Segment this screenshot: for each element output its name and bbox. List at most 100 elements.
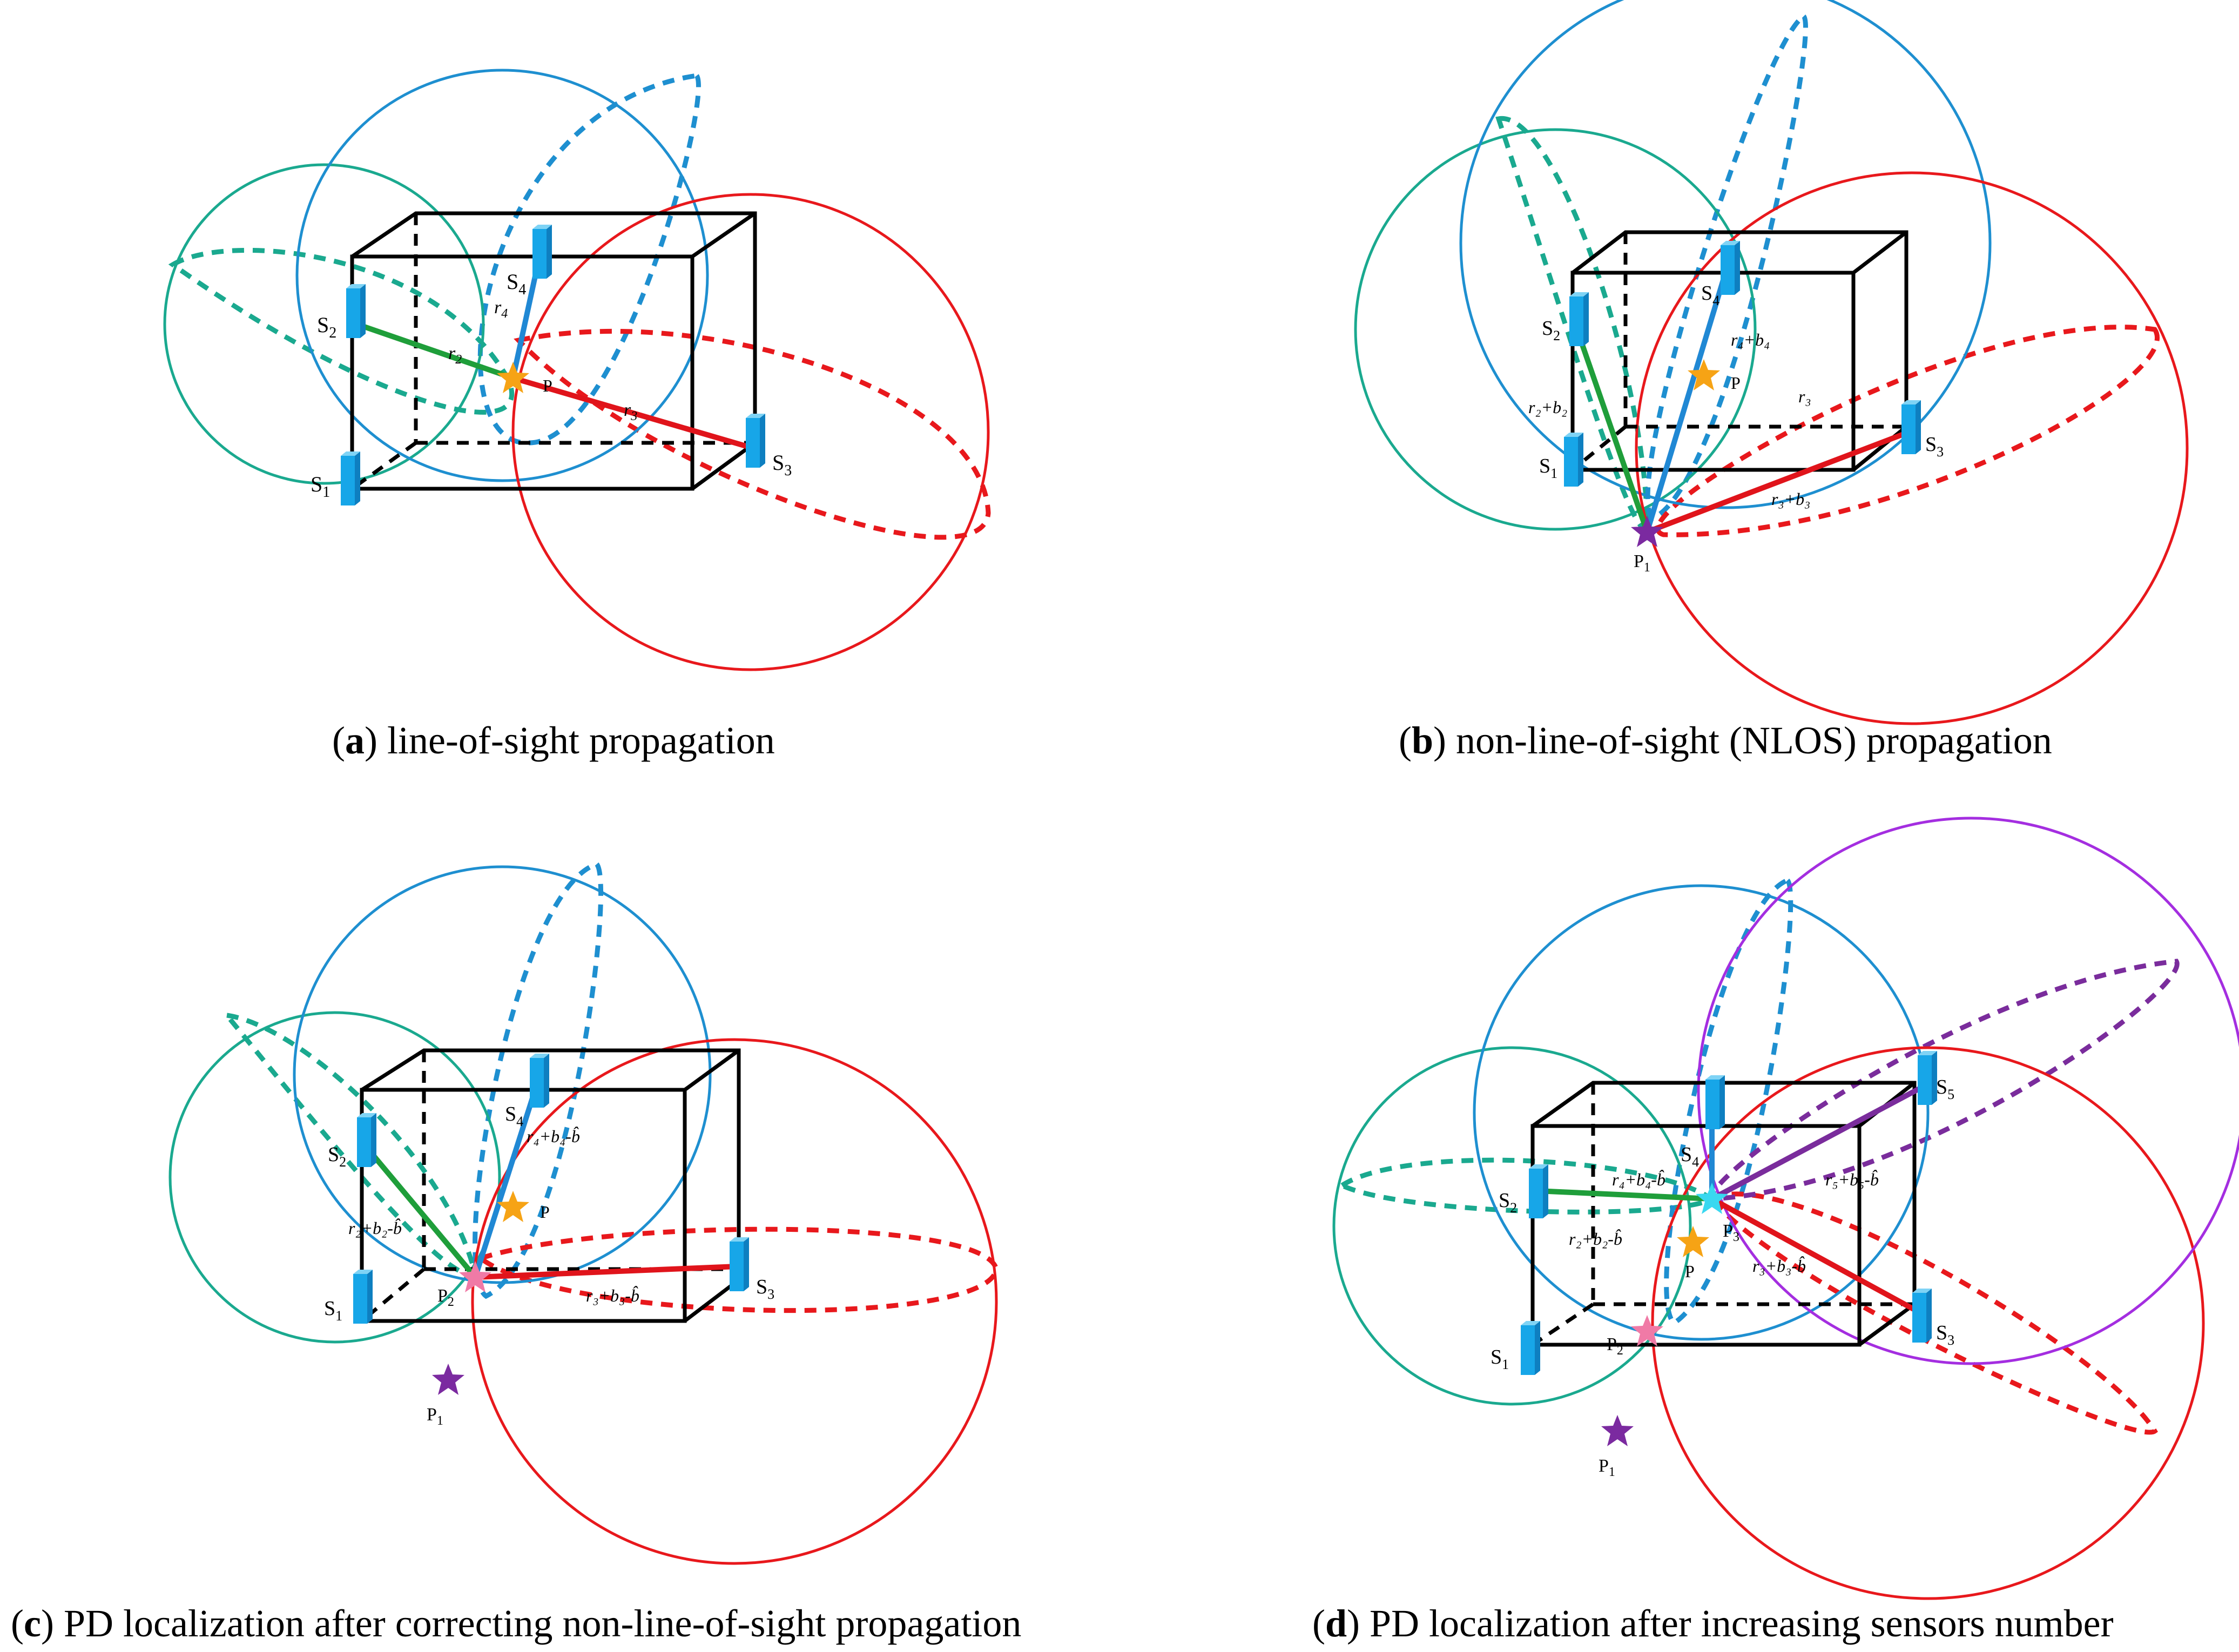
red-circle <box>471 1038 998 1565</box>
label-r4b4: r₄+b₄ <box>1731 330 1770 349</box>
label-s4: S4 <box>1681 1143 1699 1170</box>
caption-a: (a) line-of-sight propagation <box>332 719 775 762</box>
sensor-s2 <box>1529 1164 1548 1218</box>
label-p: P <box>540 1202 550 1222</box>
p1-star <box>432 1364 464 1395</box>
r3-line <box>475 1264 738 1280</box>
sensor-s2 <box>357 1113 376 1167</box>
label-s2: S2 <box>328 1143 346 1170</box>
box <box>350 211 757 491</box>
r2-line <box>362 1143 477 1279</box>
label-s3: S3 <box>1925 433 1944 460</box>
label-r2: r₂+b₂-b̂ <box>1569 1229 1622 1249</box>
label-p1: P1 <box>1599 1456 1615 1479</box>
panel-d-ellipses <box>1337 877 2180 1435</box>
sensor-s1 <box>1564 433 1583 487</box>
sensor-s5 <box>1918 1051 1937 1105</box>
panel-b: S1 S2 S3 S4 P P1 r₂+b₂ r₃+b₃ r₄+b₄ r₃ (b… <box>1354 0 2189 762</box>
label-p: P <box>1731 373 1741 393</box>
label-r3: r₃+b₃-b̂ <box>1752 1256 1806 1276</box>
panel-d: S1 S2 S3 S4 S5 P P3 P2 P1 r₄+b₄-b̂ r₂+b₂… <box>1312 817 2239 1645</box>
sensor-s4 <box>532 225 552 279</box>
green-circle <box>168 1011 501 1344</box>
sensor-s4 <box>530 1054 549 1108</box>
green-circle <box>1332 1046 1692 1406</box>
green-circle <box>163 163 485 485</box>
sensor-s1 <box>341 451 360 505</box>
label-s1: S1 <box>324 1297 342 1324</box>
p1-star <box>1601 1415 1634 1446</box>
r2b2-line <box>1572 320 1650 533</box>
panel-a-ellipses <box>168 73 991 540</box>
caption-d: (d) PD localization after increasing sen… <box>1312 1602 2114 1645</box>
label-s4: S4 <box>505 1103 523 1129</box>
box <box>1530 1081 1917 1347</box>
sensor-s3 <box>1912 1289 1932 1343</box>
blue-circle <box>293 865 712 1284</box>
r3-line <box>1710 1196 1916 1312</box>
r2-line <box>1536 1188 1712 1202</box>
label-s1: S1 <box>1539 455 1557 481</box>
r5-line <box>1710 1083 1927 1202</box>
label-r5: r₅+b₅-b̂ <box>1825 1170 1879 1189</box>
label-s4: S4 <box>1701 282 1719 308</box>
purple-circle <box>1697 817 2239 1365</box>
sensor-s3 <box>746 414 765 468</box>
r3b3-line <box>1646 429 1910 535</box>
box <box>360 1048 741 1323</box>
label-r4: r4 <box>494 298 508 321</box>
label-s1: S1 <box>311 472 330 501</box>
sensor-s2 <box>1569 292 1589 346</box>
red-circle <box>1635 171 2189 725</box>
label-p1: P1 <box>1634 551 1650 575</box>
true-source-star <box>1677 1226 1709 1257</box>
r3-line <box>512 375 754 451</box>
panel-b-ellipses <box>1495 13 2160 537</box>
caption-b: (b) non-line-of-sight (NLOS) propagation <box>1399 719 2052 762</box>
label-s3: S3 <box>1936 1321 1954 1348</box>
green-ellipse <box>168 247 515 415</box>
label-s3: S3 <box>772 450 792 479</box>
label-r2: r2 <box>448 343 462 367</box>
label-s1: S1 <box>1491 1346 1509 1372</box>
label-p3: P3 <box>1723 1221 1739 1244</box>
blue-circle <box>1473 884 1930 1341</box>
label-s2: S2 <box>1499 1189 1517 1216</box>
label-r3: r₃ <box>1798 387 1811 406</box>
blue-ellipse <box>1664 877 1793 1326</box>
label-r2: r₂+b₂-b̂ <box>348 1218 402 1238</box>
sensor-s4 <box>1721 241 1740 295</box>
label-s5: S5 <box>1936 1076 1954 1102</box>
panel-c: S1 S2 S3 S4 P P2 P1 r₂+b₂-b̂ r₃+b₃-b̂ r₄… <box>11 861 1021 1645</box>
sensor-s4 <box>1705 1075 1725 1129</box>
red-ellipse <box>1708 1191 2158 1435</box>
label-r3: r3 <box>624 400 637 423</box>
sensor-s1 <box>1521 1321 1540 1375</box>
red-ellipse <box>475 1226 999 1313</box>
sensor-s3 <box>1901 400 1921 454</box>
label-r3: r₃+b₃-b̂ <box>586 1286 639 1305</box>
label-r4-top: r₄+b₄-b̂ <box>1612 1170 1665 1189</box>
blue-circle <box>295 69 709 482</box>
red-ellipse <box>1655 325 2160 537</box>
r4-line <box>473 1082 540 1278</box>
green-circle <box>1354 128 1757 531</box>
caption-c: (c) PD localization after correcting non… <box>11 1602 1021 1645</box>
label-p: P <box>1685 1262 1695 1281</box>
panel-c-ellipses <box>221 861 999 1313</box>
blue-ellipse <box>473 861 603 1299</box>
panel-a: S1 S2 S3 S4 P r2 r3 r4 (a) line-of-sight… <box>163 69 991 762</box>
r4b4-line <box>1644 272 1728 533</box>
sensor-s1 <box>353 1270 373 1324</box>
blue-circle <box>1459 0 1992 509</box>
label-r3b3: r₃+b₃ <box>1771 489 1810 509</box>
label-r4: r₄+b₄-b̂ <box>527 1127 580 1146</box>
label-s4: S4 <box>507 269 526 298</box>
label-p2: P2 <box>1607 1334 1623 1358</box>
red-circle <box>511 193 990 671</box>
label-r2b2: r₂+b₂ <box>1528 397 1567 417</box>
sensor-s2 <box>346 284 366 338</box>
label-p2: P2 <box>437 1286 454 1309</box>
label-s3: S3 <box>756 1276 774 1302</box>
